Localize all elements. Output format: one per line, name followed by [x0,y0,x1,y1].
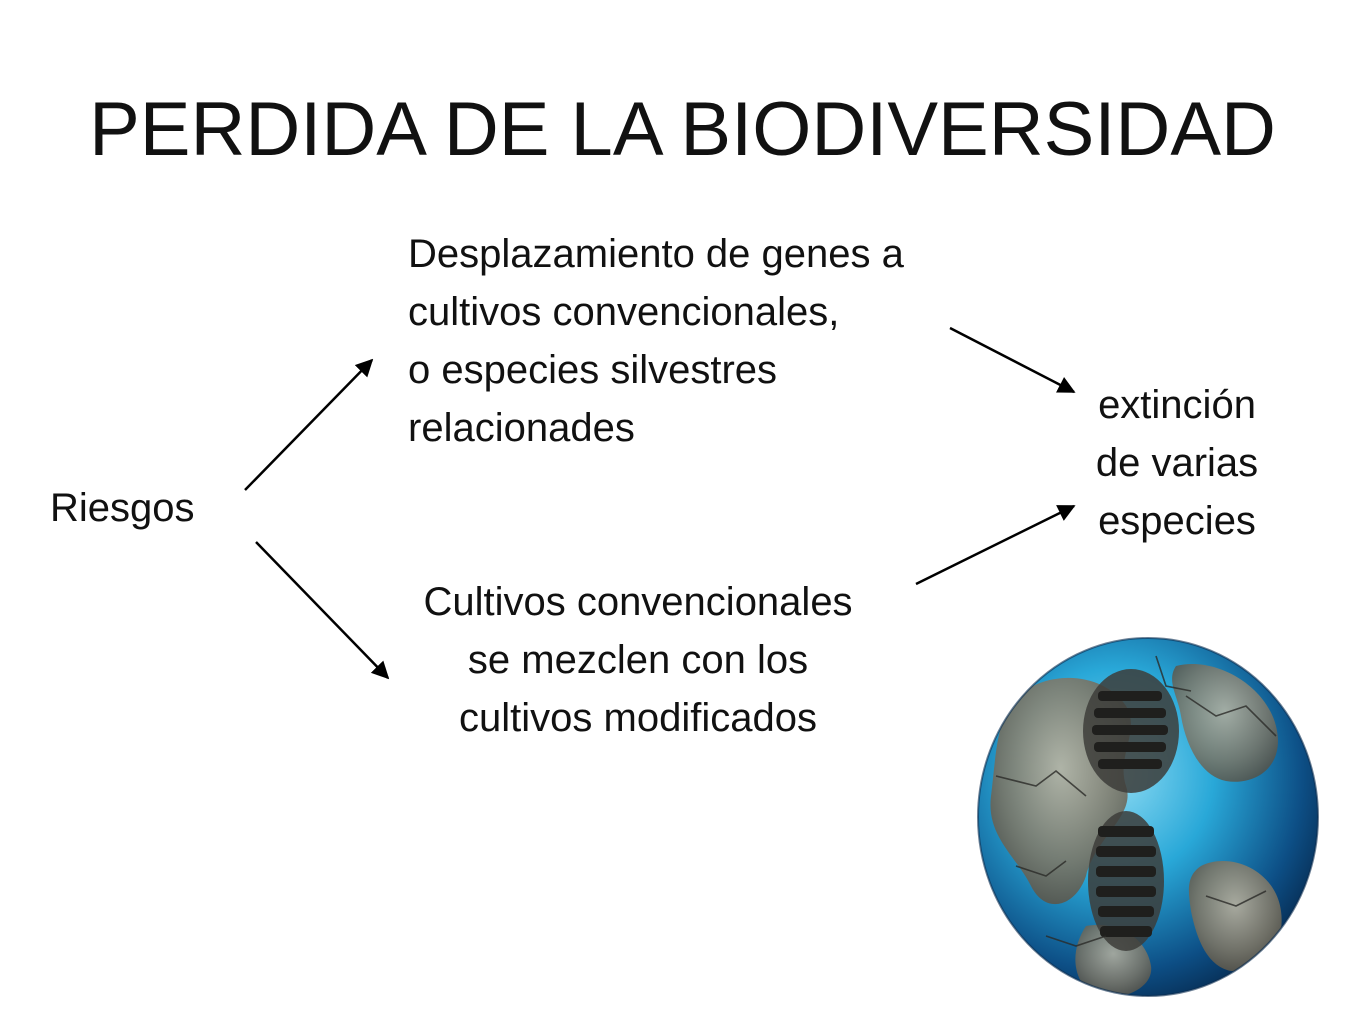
node-desplazamiento: Desplazamiento de genes a cultivos conve… [408,225,904,457]
arrow-riesgos-to-desplazamiento [244,358,374,491]
extincion-line: extinción [1098,383,1256,427]
slide-title: PERDIDA DE LA BIODIVERSIDAD [89,87,1276,172]
arrow-cultivos-to-extincion [915,504,1076,586]
cultivos-line: se mezclen con los [467,638,809,682]
arrow-riesgos-to-cultivos [255,541,390,680]
desplazamiento-line: o especies silvestres [408,348,778,392]
node-riesgos: Riesgos [50,486,195,530]
earth-footprint-icon [976,636,1320,998]
arrow-desplazamiento-to-extincion [949,326,1076,394]
cultivos-line: Cultivos convencionales [423,580,853,624]
extincion-line: especies [1098,499,1256,543]
desplazamiento-line: Desplazamiento de genes a [408,232,904,276]
desplazamiento-line: cultivos convencionales, [408,290,840,334]
node-extincion: extinción de varias especies [1062,376,1292,550]
node-cultivos: Cultivos convencionales se mezclen con l… [360,573,916,747]
extincion-line: de varias [1095,441,1259,485]
cultivos-line: cultivos modificados [459,696,817,740]
globe-illustration [977,637,1319,997]
desplazamiento-line: relacionades [408,406,635,450]
